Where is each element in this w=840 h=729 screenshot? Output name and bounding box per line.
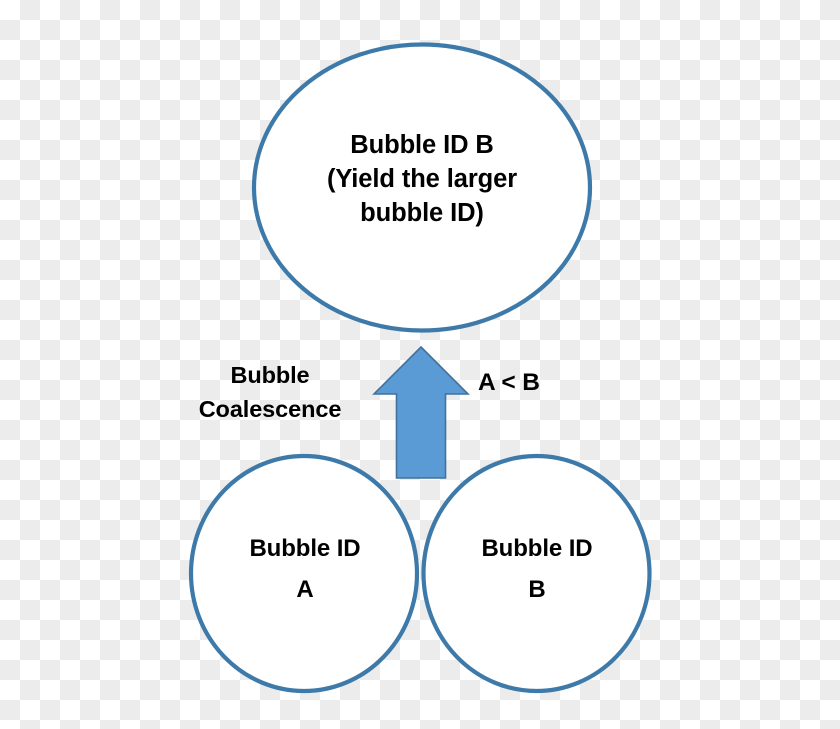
bubble-b-shape[interactable] (421, 453, 652, 694)
coalescence-condition-label: A < B (478, 369, 540, 396)
bubble-b-label: Bubble ID B (481, 535, 593, 603)
coalescence-process-label: Bubble Coalescence (198, 362, 342, 423)
merged-bubble-label: Bubble ID B (Yield the larger bubble ID) (326, 131, 518, 228)
bubble-a-label: Bubble ID A (249, 535, 361, 603)
bubble-a-shape[interactable] (188, 453, 420, 694)
merged-bubble-shape[interactable] (251, 42, 593, 333)
coalescence-arrow-icon[interactable] (372, 345, 470, 479)
